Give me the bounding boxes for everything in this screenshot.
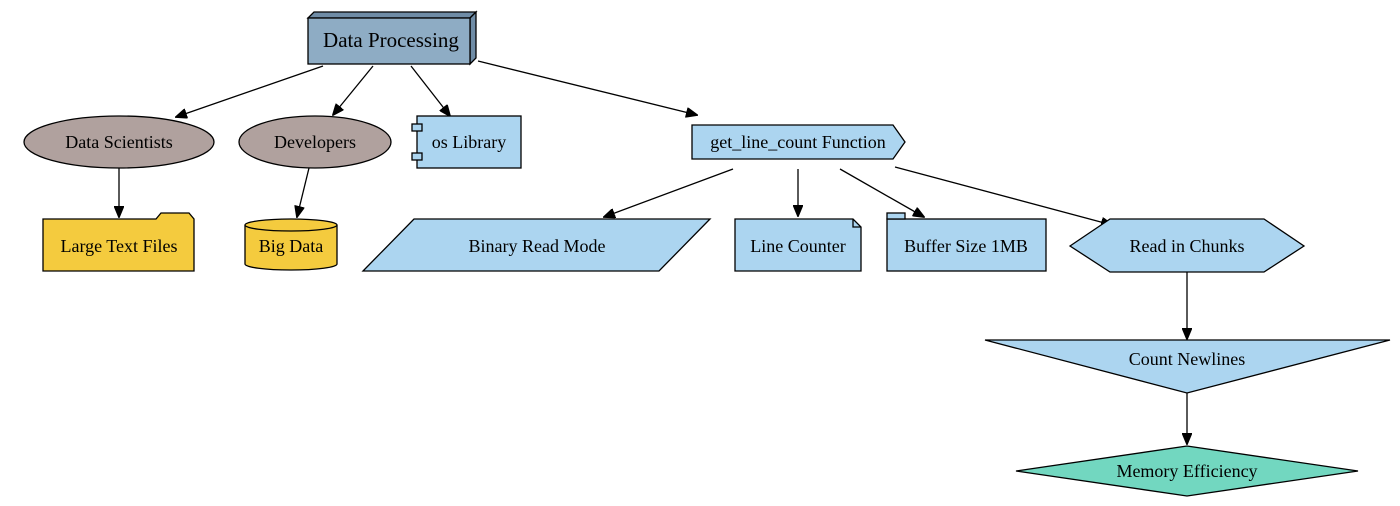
tab-ear (886, 212, 906, 220)
node-label: Count Newlines (1129, 349, 1246, 369)
edge-data-processing-to-data-scientists (176, 65, 324, 117)
node-line-counter[interactable]: Line Counter (734, 218, 862, 272)
node-label: get_line_count Function (710, 132, 885, 152)
edge-get-line-count-to-buffer-size (839, 168, 924, 217)
cds-shape (691, 124, 906, 160)
node-label: Read in Chunks (1130, 236, 1245, 256)
edges (119, 60, 1187, 444)
edge-developers-to-big-data (297, 167, 310, 217)
node-label: Big Data (259, 236, 324, 256)
node-label: Developers (274, 132, 356, 152)
node-count-newlines[interactable]: Count Newlines (984, 339, 1391, 394)
node-data-scientists[interactable]: Data Scientists (23, 115, 215, 169)
component-tab-bottom (411, 152, 423, 161)
node-os-library[interactable]: os Library (411, 115, 522, 169)
node-big-data[interactable]: Big Data (244, 218, 338, 271)
node-get-line-count[interactable]: get_line_count Function (691, 124, 906, 160)
node-binary-read-mode[interactable]: Binary Read Mode (361, 218, 712, 272)
node-label: Large Text Files (60, 236, 177, 256)
node-buffer-size[interactable]: Buffer Size 1MB (886, 212, 1047, 272)
edge-data-processing-to-developers (333, 65, 374, 115)
diamond-shape (1015, 445, 1359, 497)
node-label: Data Scientists (65, 132, 172, 152)
node-large-text-files[interactable]: Large Text Files (42, 212, 195, 272)
node-label: Data Processing (323, 28, 459, 52)
node-memory-efficiency[interactable]: Memory Efficiency (1015, 445, 1359, 497)
node-label: Line Counter (750, 236, 845, 256)
invtriangle-shape (984, 339, 1391, 394)
tab-shape (886, 218, 1047, 272)
node-developers[interactable]: Developers (238, 115, 392, 169)
node-label: os Library (432, 132, 506, 152)
ellipse-shape (238, 115, 392, 169)
node-label: Memory Efficiency (1116, 461, 1257, 481)
node-label: Buffer Size 1MB (904, 236, 1028, 256)
hexagon-shape (1068, 218, 1306, 273)
note-shape (734, 218, 862, 272)
folder-shape (42, 212, 195, 272)
component-tab-top (411, 123, 423, 132)
parallelogram-shape (361, 218, 712, 272)
note-fold (852, 219, 861, 228)
box3d-shape (306, 11, 478, 19)
ellipse-shape (23, 115, 215, 169)
node-data-processing[interactable]: Data Processing (306, 10, 478, 66)
edge-data-processing-to-os-library (410, 65, 450, 116)
box3d-side (469, 10, 477, 66)
edge-get-line-count-to-binary-read-mode (604, 168, 734, 217)
component-shape (416, 115, 522, 169)
node-read-in-chunks[interactable]: Read in Chunks (1068, 218, 1306, 273)
edge-get-line-count-to-read-in-chunks (894, 166, 1112, 225)
node-label: Binary Read Mode (469, 236, 606, 256)
edge-data-processing-to-get-line-count (477, 60, 697, 115)
box3d-front (307, 17, 471, 65)
cylinder-rim (244, 224, 338, 232)
cylinder-shape (244, 218, 338, 271)
